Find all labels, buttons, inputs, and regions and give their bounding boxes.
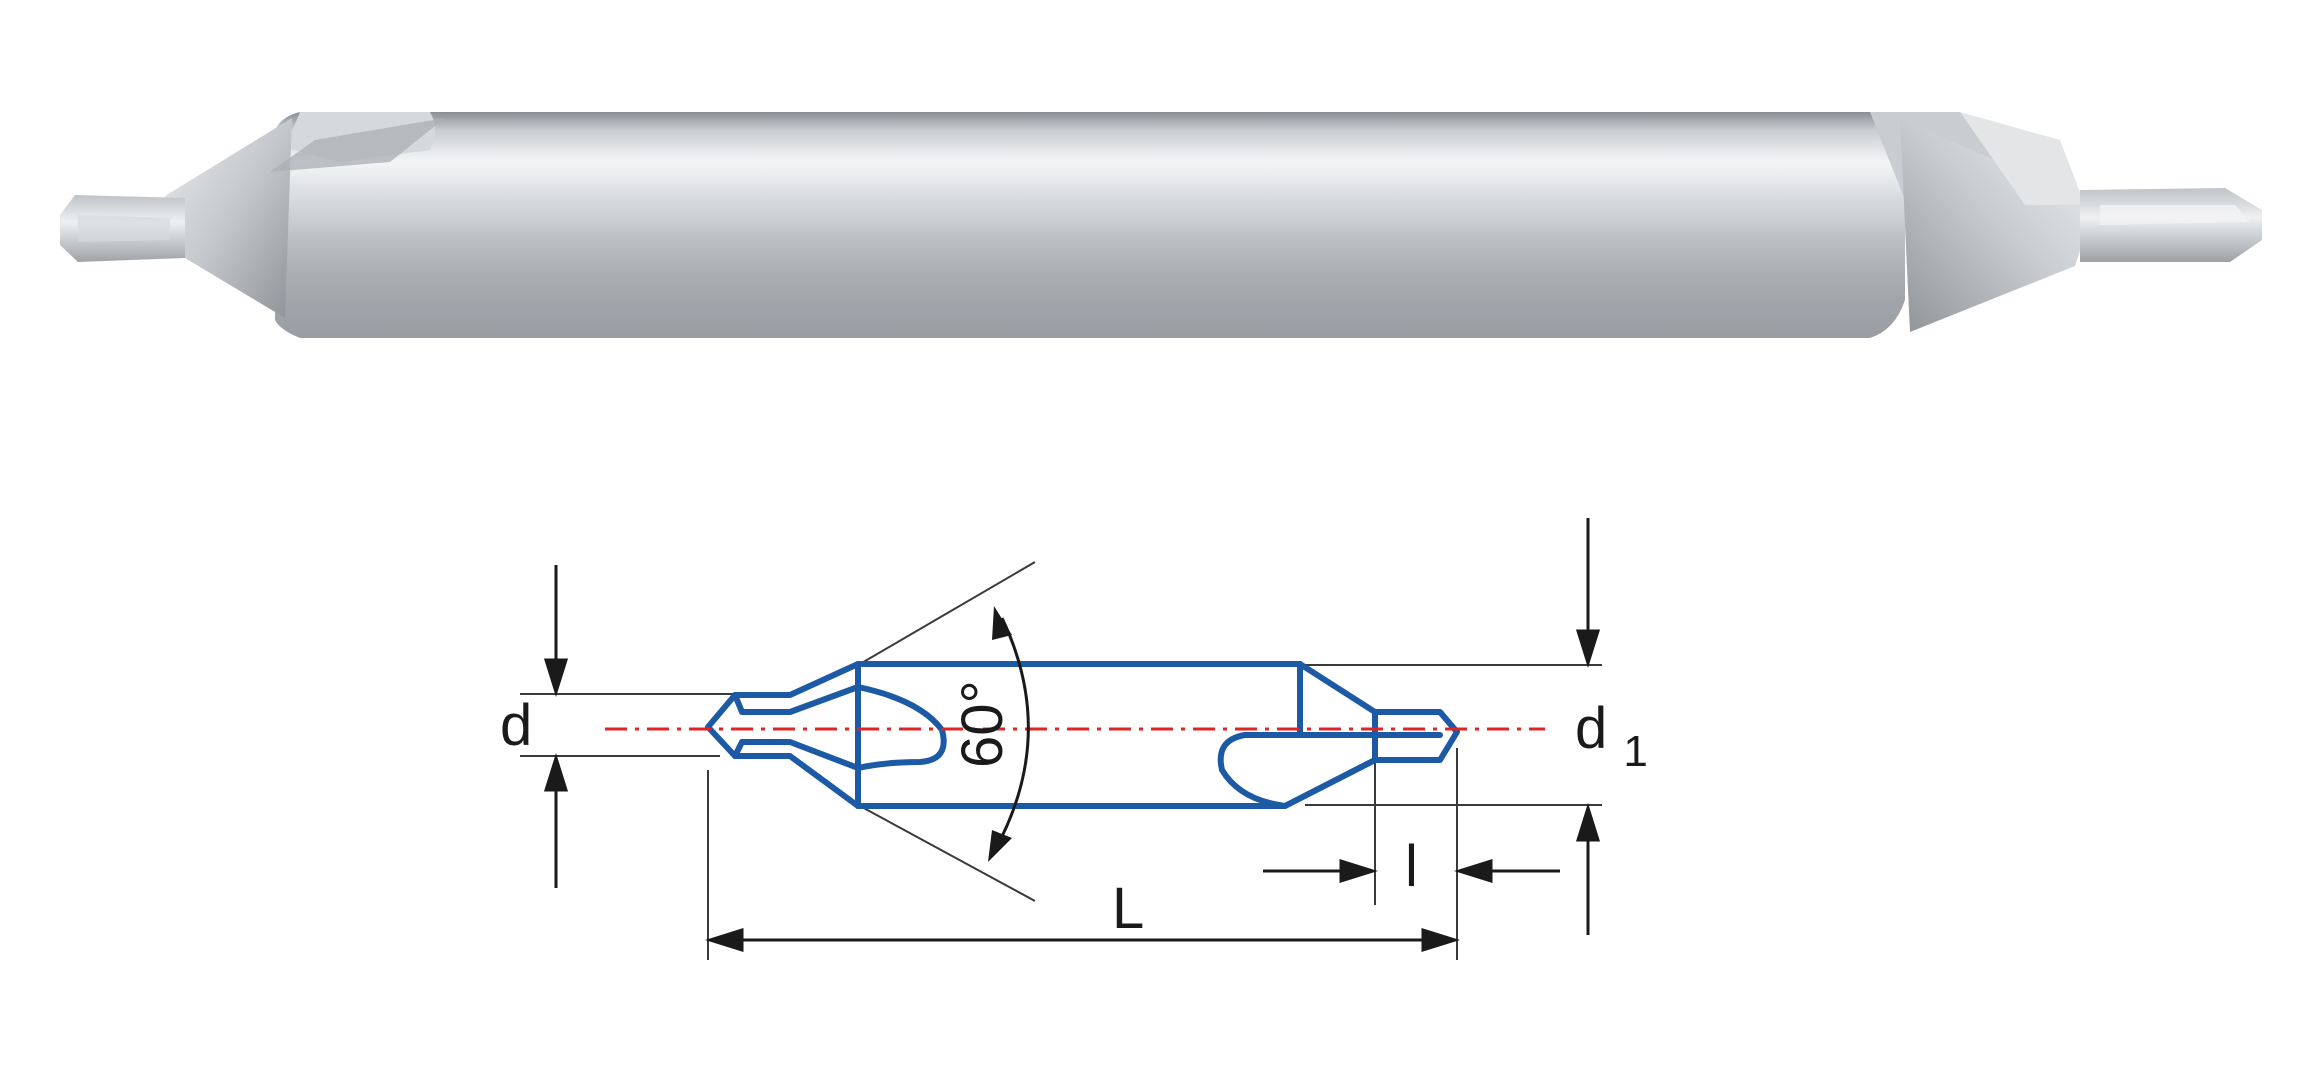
label-d1: d 1 [1575, 696, 1648, 776]
technical-drawing: d d 1 60° L l [500, 518, 1648, 960]
label-angle: 60° [950, 680, 1015, 768]
tool-photo [60, 112, 2262, 338]
tool-right-pilot [2080, 188, 2262, 262]
tool-shank [275, 112, 1905, 338]
extension-lines [520, 561, 1602, 960]
tool-outline [705, 661, 1460, 809]
tool-right-cone [1900, 118, 2095, 332]
angle-indicator [988, 606, 1030, 862]
label-L: L [1112, 876, 1144, 941]
label-d1-main: d [1575, 696, 1607, 761]
label-l: l [1405, 834, 1418, 899]
label-d: d [500, 693, 532, 758]
tool-left-flute [270, 118, 445, 172]
dimension-arrows [543, 518, 1601, 953]
label-d1-sub: 1 [1623, 727, 1647, 776]
tool-left-cone [165, 118, 292, 318]
tool-right-flute [1960, 112, 2085, 205]
